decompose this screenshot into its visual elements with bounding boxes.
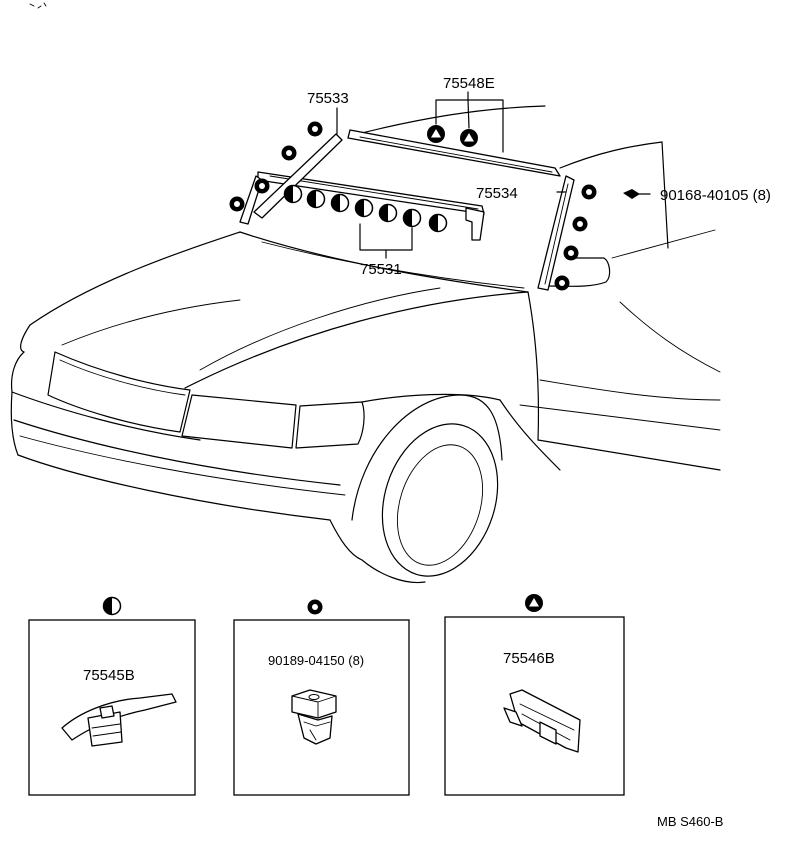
scan-speck — [29, 2, 47, 9]
triangle-circle-icon — [525, 594, 543, 612]
callout-left-pillar-moulding: 75533 — [307, 90, 349, 107]
footer-code: MB S460-B — [657, 814, 723, 829]
detail-part-number: 90189-04150 (8) — [268, 653, 364, 668]
retainer-part-illustration — [503, 689, 581, 753]
callout-windshield-moulding: 75531 — [360, 261, 402, 278]
callout-upper-moulding-retainer: 75548E — [443, 75, 495, 92]
detail-box-retainer: 75546B — [444, 594, 625, 796]
clip-nut-illustration — [291, 689, 337, 745]
callout-screw: 90168-40105 (8) — [660, 187, 771, 204]
detail-box-clip: 75545B — [28, 596, 196, 796]
car-body — [10, 105, 721, 584]
dot-circle-icon — [307, 599, 323, 615]
detail-box-clip-nut: 90189-04150 (8) — [233, 599, 410, 796]
detail-part-number: 75546B — [503, 650, 555, 667]
callout-right-pillar-moulding: 75534 — [476, 185, 518, 202]
clip-part-illustration — [61, 693, 177, 747]
screw-icon — [623, 189, 651, 199]
roof-moulding — [347, 129, 561, 177]
half-circle-icon — [102, 596, 122, 616]
right-pillar-moulding — [537, 175, 575, 291]
detail-part-number: 75545B — [83, 667, 135, 684]
leader-lines — [336, 91, 567, 259]
